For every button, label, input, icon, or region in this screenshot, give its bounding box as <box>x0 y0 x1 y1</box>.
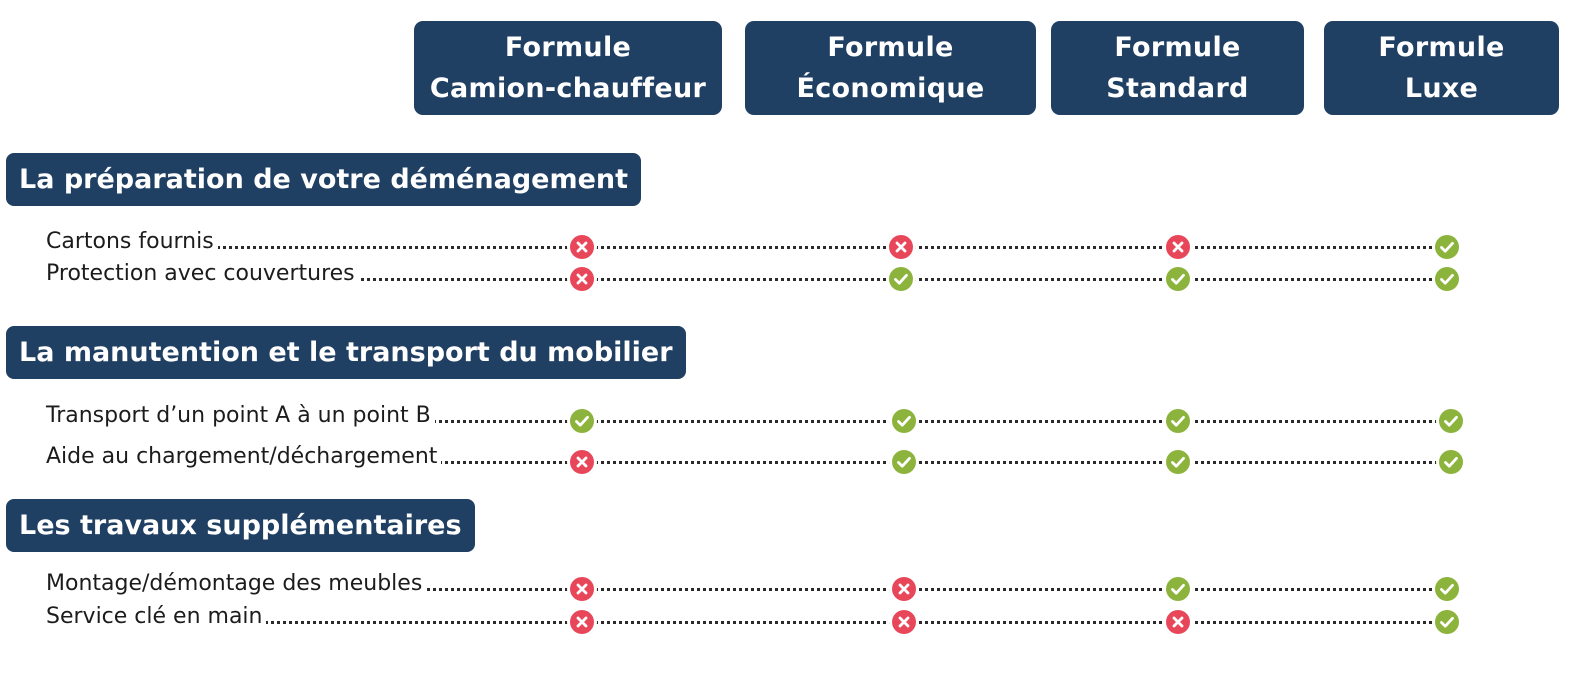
check-circle-icon <box>1166 450 1190 474</box>
cross-circle-icon <box>570 450 594 474</box>
plan-header-line2: Standard <box>1106 73 1249 104</box>
plan-header-economique: Formule Économique <box>745 21 1036 115</box>
dotted-leader <box>200 461 1450 464</box>
feature-label: Montage/démontage des meubles <box>46 570 427 598</box>
dotted-leader <box>200 420 1450 423</box>
check-circle-icon <box>892 450 916 474</box>
cross-circle-icon <box>570 267 594 291</box>
cross-circle-icon <box>1166 610 1190 634</box>
plan-header-line2: Camion-chauffeur <box>429 73 707 104</box>
cross-circle-icon <box>889 235 913 259</box>
feature-label: Transport d’un point A à un point B <box>46 402 435 430</box>
feature-label: Aide au chargement/déchargement <box>46 443 442 471</box>
check-circle-icon <box>1439 409 1463 433</box>
feature-label: Protection avec couvertures <box>46 260 359 288</box>
section-title-preparation: La préparation de votre déménagement <box>6 153 642 206</box>
feature-label: Service clé en main <box>46 603 267 631</box>
feature-row: Cartons fournis <box>0 228 1595 262</box>
plan-header-luxe: Formule Luxe <box>1324 21 1559 115</box>
plan-header-line2: Luxe <box>1404 73 1479 104</box>
cross-circle-icon <box>892 610 916 634</box>
plan-header-line1: Formule <box>827 32 954 63</box>
plan-header-camion-chauffeur: Formule Camion-chauffeur <box>414 21 722 115</box>
check-circle-icon <box>1435 577 1459 601</box>
cross-circle-icon <box>570 235 594 259</box>
dotted-leader <box>200 278 1450 281</box>
dotted-leader <box>200 621 1450 624</box>
feature-row: Service clé en main <box>0 603 1595 637</box>
check-circle-icon <box>1435 267 1459 291</box>
cross-circle-icon <box>892 577 916 601</box>
cross-circle-icon <box>570 610 594 634</box>
check-circle-icon <box>1439 450 1463 474</box>
feature-label: Cartons fournis <box>46 228 218 256</box>
check-circle-icon <box>1166 267 1190 291</box>
check-circle-icon <box>892 409 916 433</box>
plan-header-line2: Économique <box>796 73 985 104</box>
dotted-leader <box>200 246 1450 249</box>
check-circle-icon <box>1166 577 1190 601</box>
plan-header-line1: Formule <box>1378 32 1505 63</box>
feature-row: Montage/démontage des meubles <box>0 570 1595 604</box>
check-circle-icon <box>570 409 594 433</box>
plan-header-line1: Formule <box>504 32 632 63</box>
feature-row: Transport d’un point A à un point B <box>0 402 1595 436</box>
cross-circle-icon <box>570 577 594 601</box>
feature-row: Aide au chargement/déchargement <box>0 443 1595 477</box>
plan-header-standard: Formule Standard <box>1051 21 1304 115</box>
plan-header-line1: Formule <box>1114 32 1241 63</box>
check-circle-icon <box>1435 235 1459 259</box>
section-title-travaux: Les travaux supplémentaires <box>6 499 475 552</box>
check-circle-icon <box>889 267 913 291</box>
dotted-leader <box>200 588 1450 591</box>
check-circle-icon <box>1166 409 1190 433</box>
check-circle-icon <box>1435 610 1459 634</box>
feature-row: Protection avec couvertures <box>0 260 1595 294</box>
section-title-manutention: La manutention et le transport du mobili… <box>6 326 686 379</box>
cross-circle-icon <box>1166 235 1190 259</box>
